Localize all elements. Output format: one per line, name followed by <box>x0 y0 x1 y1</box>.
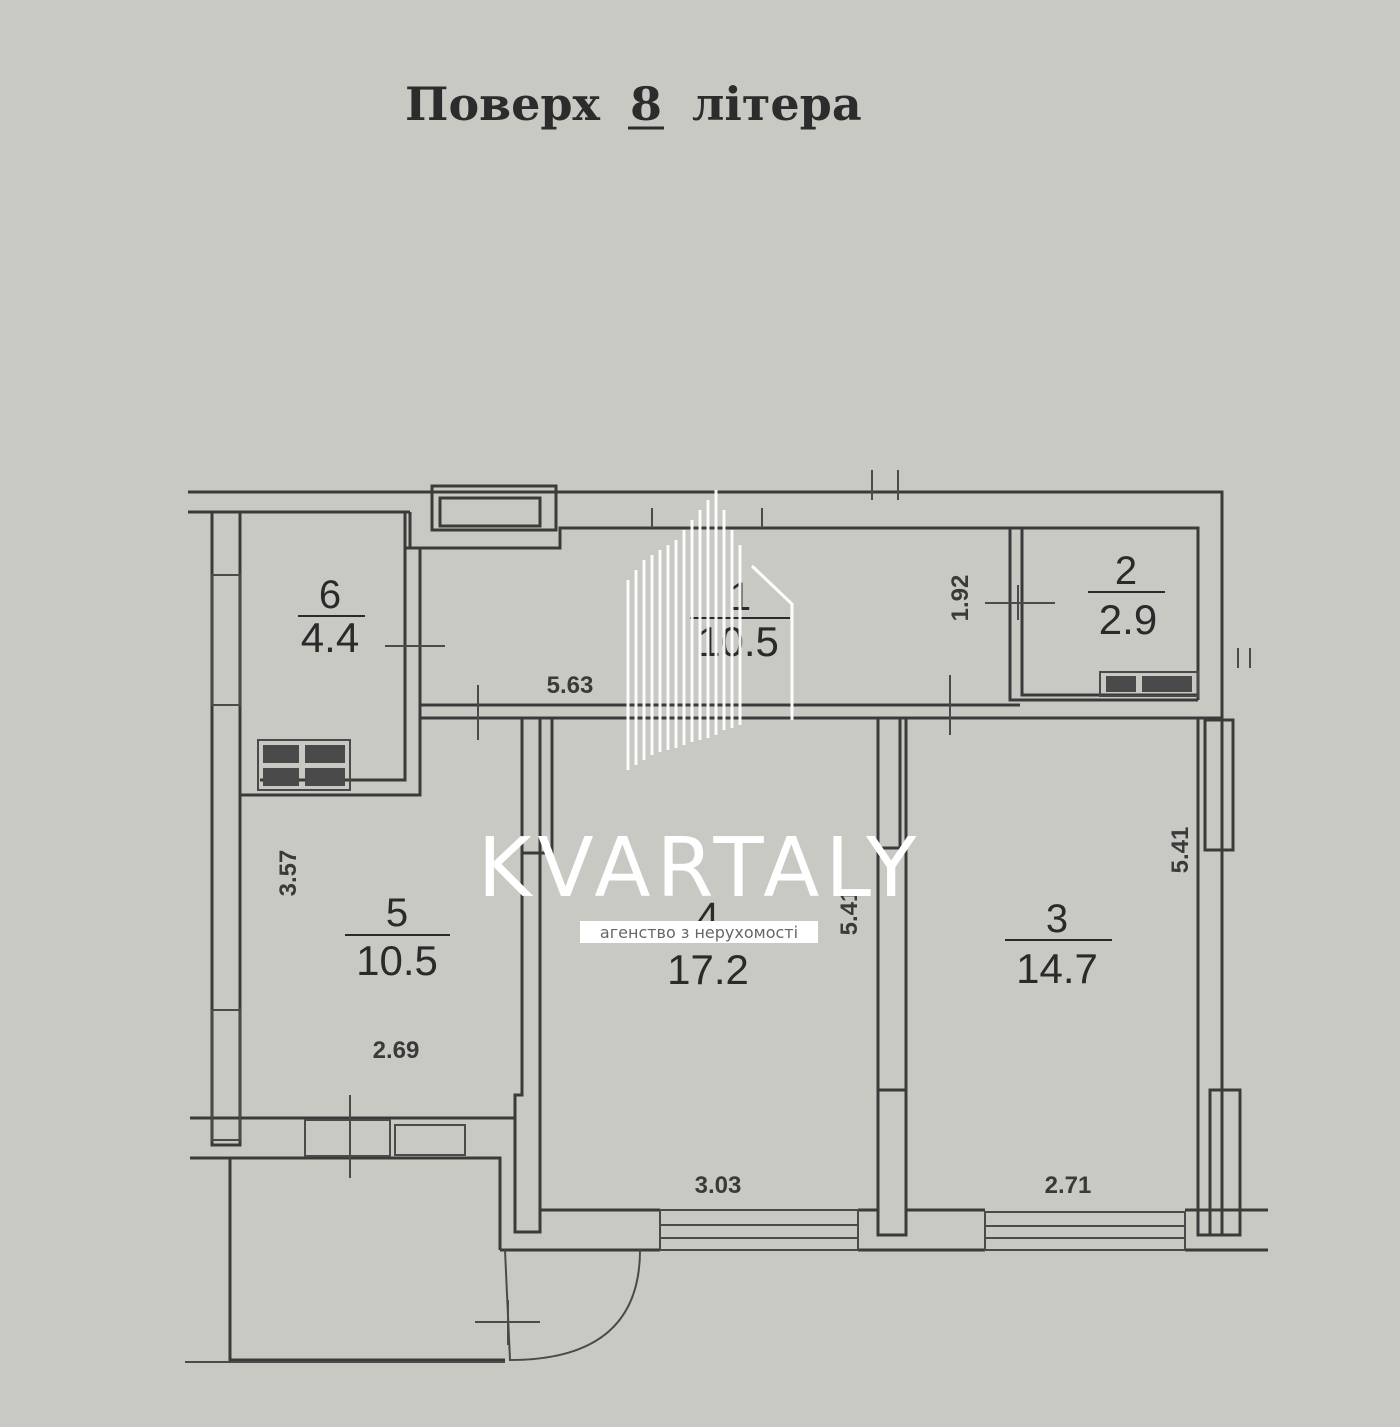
room-2-number: 2 <box>1115 549 1137 593</box>
title-prefix: Поверх <box>405 77 601 131</box>
dim-room4-height: 5.41 <box>836 889 863 936</box>
room-2-area: 2.9 <box>1099 596 1157 643</box>
dim-bathroom-height: 1.92 <box>947 575 974 622</box>
room-6-label: 6 4.4 <box>298 573 365 661</box>
watermark-logo-icon <box>626 490 794 770</box>
watermark-brand: KVARTALY <box>478 821 922 916</box>
watermark-tagline-bg <box>580 921 818 943</box>
dim-corridor-length: 5.63 <box>547 672 594 699</box>
room-4-area: 17.2 <box>667 946 749 993</box>
room-6-number: 6 <box>319 573 341 617</box>
room-1-area: 10.5 <box>697 618 779 665</box>
title-suffix: літера <box>692 77 862 131</box>
room-2-label: 2 2.9 <box>1088 549 1165 643</box>
dim-kitchen-width: 2.69 <box>373 1037 420 1064</box>
room-5-label: 5 10.5 <box>345 891 450 984</box>
watermark: KVARTALY агенство з нерухомості <box>478 490 922 943</box>
dim-room4-width: 3.03 <box>695 1172 742 1199</box>
watermark-tagline: агенство з нерухомості <box>600 923 798 942</box>
kitchen-stove <box>257 739 351 791</box>
room-3-area: 14.7 <box>1016 945 1098 992</box>
dim-kitchen-height: 3.57 <box>275 850 302 897</box>
title-floor-number: 8 <box>630 77 662 131</box>
room-3-label: 3 14.7 <box>1005 897 1112 992</box>
floor-title: Поверх 8 літера <box>405 77 862 131</box>
room-6-area: 4.4 <box>301 614 359 661</box>
room-5-number: 5 <box>386 891 408 935</box>
room-3-number: 3 <box>1046 897 1068 941</box>
dim-room3-width: 2.71 <box>1045 1172 1092 1199</box>
bathroom-fixture <box>1099 671 1199 697</box>
dim-room3-height: 5.41 <box>1167 827 1194 874</box>
room-5-area: 10.5 <box>356 937 438 984</box>
